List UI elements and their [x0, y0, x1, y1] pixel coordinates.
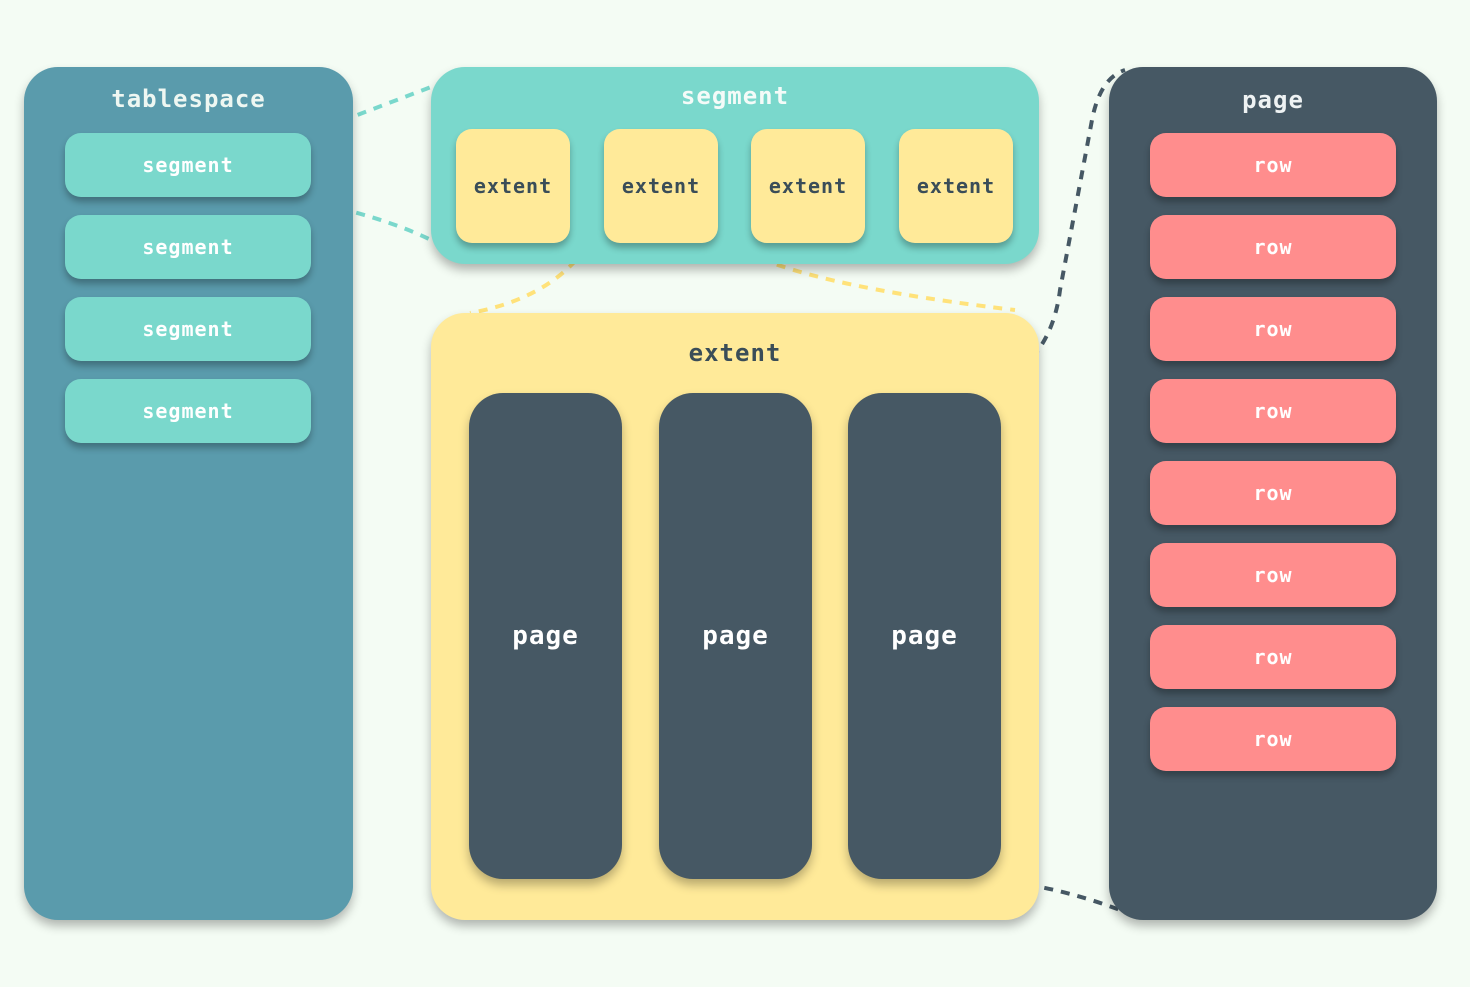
page-row: row — [1150, 297, 1396, 361]
page-row: row — [1150, 707, 1396, 771]
segment-extent: extent — [604, 129, 718, 243]
tablespace-panel: tablespace segment segment segment segme… — [24, 67, 353, 920]
segment-extent: extent — [899, 129, 1013, 243]
page-row: row — [1150, 625, 1396, 689]
tablespace-segment: segment — [65, 133, 311, 197]
page-row: row — [1150, 215, 1396, 279]
page-row: row — [1150, 543, 1396, 607]
page-row: row — [1150, 133, 1396, 197]
tablespace-segment: segment — [65, 297, 311, 361]
extent-title: extent — [688, 339, 782, 367]
tablespace-title: tablespace — [111, 85, 266, 113]
page-panel: page row row row row row row row row — [1109, 67, 1437, 920]
extent-page: page — [848, 393, 1001, 879]
segment-extent: extent — [751, 129, 865, 243]
extent-page: page — [469, 393, 622, 879]
extent-page: page — [659, 393, 812, 879]
segment-panel: segment extent extent extent extent — [431, 67, 1039, 264]
extent-panel: extent page page page — [431, 313, 1039, 920]
page-row: row — [1150, 379, 1396, 443]
segment-extent: extent — [456, 129, 570, 243]
segment-title: segment — [680, 82, 790, 110]
tablespace-segment: segment — [65, 215, 311, 279]
page-title: page — [1242, 86, 1304, 114]
tablespace-segment: segment — [65, 379, 311, 443]
page-row: row — [1150, 461, 1396, 525]
